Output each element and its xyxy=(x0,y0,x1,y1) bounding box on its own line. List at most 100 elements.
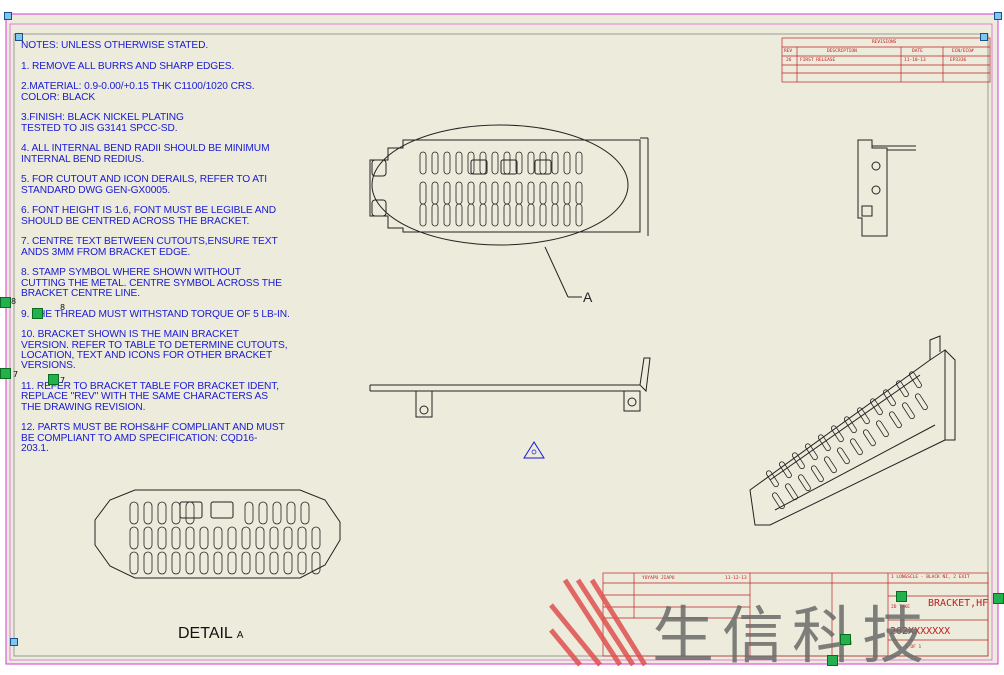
cutout-slot xyxy=(311,551,321,575)
detail-label-text: DETAIL xyxy=(178,625,233,642)
cutout-slot xyxy=(901,402,915,420)
cutout-slot xyxy=(300,501,310,525)
cutout-slot xyxy=(765,470,779,488)
bracket-side-view xyxy=(857,139,916,237)
tb-line1: 1 LONGSCLE - BLACK NI, 2 EXIT xyxy=(891,575,970,580)
cutout-slot xyxy=(443,151,451,175)
cutout-slot xyxy=(171,551,181,575)
cutout-slot xyxy=(503,151,511,175)
note-line: 4. ALL INTERNAL BEND RADII SHOULD BE MIN… xyxy=(21,143,270,165)
cutout-slot xyxy=(563,203,571,227)
cutout-slot xyxy=(551,151,559,175)
marker-label: 7 xyxy=(60,376,66,385)
selection-handle[interactable] xyxy=(4,12,12,20)
cutout-slot xyxy=(185,526,195,550)
detail-circle xyxy=(371,124,629,246)
note-line: 11. REFER TO BRACKET TABLE FOR BRACKET I… xyxy=(21,381,279,413)
tb-drawn: YUYAPU JIAPU xyxy=(642,576,675,581)
bracket-isometric-view xyxy=(749,335,956,526)
anchor-marker-icon[interactable] xyxy=(896,591,907,602)
cutout-slot xyxy=(836,447,850,465)
cutout-slot xyxy=(241,551,251,575)
cutout-slot xyxy=(843,416,857,434)
cutout-slot xyxy=(129,551,139,575)
cutout-slot xyxy=(503,203,511,227)
anchor-marker-icon[interactable] xyxy=(827,655,838,666)
cutout-slot xyxy=(467,151,475,175)
rev-col: ECN/ECO# xyxy=(952,49,974,54)
cutout-slot xyxy=(551,203,559,227)
selection-handle[interactable] xyxy=(994,12,1002,20)
cutout-slot xyxy=(227,551,237,575)
anchor-marker-icon[interactable] xyxy=(0,368,11,379)
rev-cell: 11-10-13 xyxy=(904,58,926,63)
cutout-slot xyxy=(272,501,282,525)
marker-label: 7 xyxy=(13,370,19,379)
cutout-slot xyxy=(791,452,805,470)
drawing-notes: NOTES: UNLESS OTHERWISE STATED. 1. REMOV… xyxy=(21,40,306,465)
cutout-slots-iso xyxy=(765,371,928,510)
cutout-slot xyxy=(539,203,547,227)
note-line: 3.FINISH: BLACK NICKEL PLATING TESTED TO… xyxy=(21,112,184,134)
rev-col: REV xyxy=(784,49,793,54)
detail-a-label: DETAIL A xyxy=(178,625,243,643)
cutout-slot xyxy=(491,151,499,175)
cutout-slot xyxy=(882,389,896,407)
rev-cell: FIRST RELEASE xyxy=(800,58,836,63)
note-line: 10. BRACKET SHOWN IS THE MAIN BRACKET VE… xyxy=(21,329,288,372)
selection-handle[interactable] xyxy=(15,33,23,41)
anchor-marker-icon[interactable] xyxy=(840,634,851,645)
anchor-marker-icon[interactable] xyxy=(32,308,43,319)
cutout-slot xyxy=(527,151,535,175)
cutout-slots-front xyxy=(419,151,583,227)
rev-col: DESCRIPTION xyxy=(827,49,857,54)
cutout-slot xyxy=(875,420,889,438)
selection-handle[interactable] xyxy=(10,638,18,646)
cutout-slot xyxy=(849,438,863,456)
cutout-slot xyxy=(213,526,223,550)
cutout-slot xyxy=(157,501,167,525)
bracket-top-view xyxy=(369,357,651,418)
cutout-slot xyxy=(283,551,293,575)
cutout-slot xyxy=(431,151,439,175)
cutout-slot xyxy=(817,434,831,452)
cutout-slot xyxy=(213,551,223,575)
cutout-slot xyxy=(185,501,195,525)
cutout-slot xyxy=(269,551,279,575)
tb-line2: 2D TAKE xyxy=(891,605,910,610)
cutout-slot xyxy=(419,151,427,175)
cutout-slot xyxy=(431,203,439,227)
rev-header: REVISIONS xyxy=(872,40,897,45)
cutout-slot xyxy=(784,483,798,501)
cutout-slot xyxy=(888,411,902,429)
cutout-slot xyxy=(823,456,837,474)
anchor-marker-icon[interactable] xyxy=(48,374,59,385)
cutout-slot xyxy=(199,551,209,575)
revision-table-text: REVISIONS REV DESCRIPTION DATE ECN/ECO# … xyxy=(782,38,990,82)
cutout-slot xyxy=(515,203,523,227)
cutout-slot xyxy=(443,203,451,227)
watermark-logo xyxy=(549,578,648,667)
cutout-slot xyxy=(255,551,265,575)
callout-a-label: A xyxy=(583,289,593,305)
tb-title: BRACKET,HF xyxy=(928,598,989,609)
cutout-slot xyxy=(297,551,307,575)
anchor-marker-icon[interactable] xyxy=(0,297,11,308)
note-line: 12. PARTS MUST BE ROHS&HF COMPLIANT AND … xyxy=(21,422,285,455)
cutout-slots-detail xyxy=(129,501,321,575)
tb-part-no: 202XXXXXXX xyxy=(890,626,951,637)
rev-col: DATE xyxy=(912,49,923,54)
note-line: 8. STAMP SYMBOL WHERE SHOWN WITHOUT CUTT… xyxy=(21,267,282,299)
anchor-marker-icon[interactable] xyxy=(993,593,1004,604)
selection-handle[interactable] xyxy=(980,33,988,41)
cutout-slot xyxy=(778,461,792,479)
cutout-slot xyxy=(515,151,523,175)
note-line: 6. FONT HEIGHT IS 1.6, FONT MUST BE LEGI… xyxy=(21,205,276,227)
cutout-slot xyxy=(908,371,922,389)
cutout-slot xyxy=(269,526,279,550)
cutout-slot xyxy=(527,203,535,227)
cutout-slot xyxy=(241,526,251,550)
marker-label: 8 xyxy=(60,303,66,312)
cutout-slot xyxy=(199,526,209,550)
